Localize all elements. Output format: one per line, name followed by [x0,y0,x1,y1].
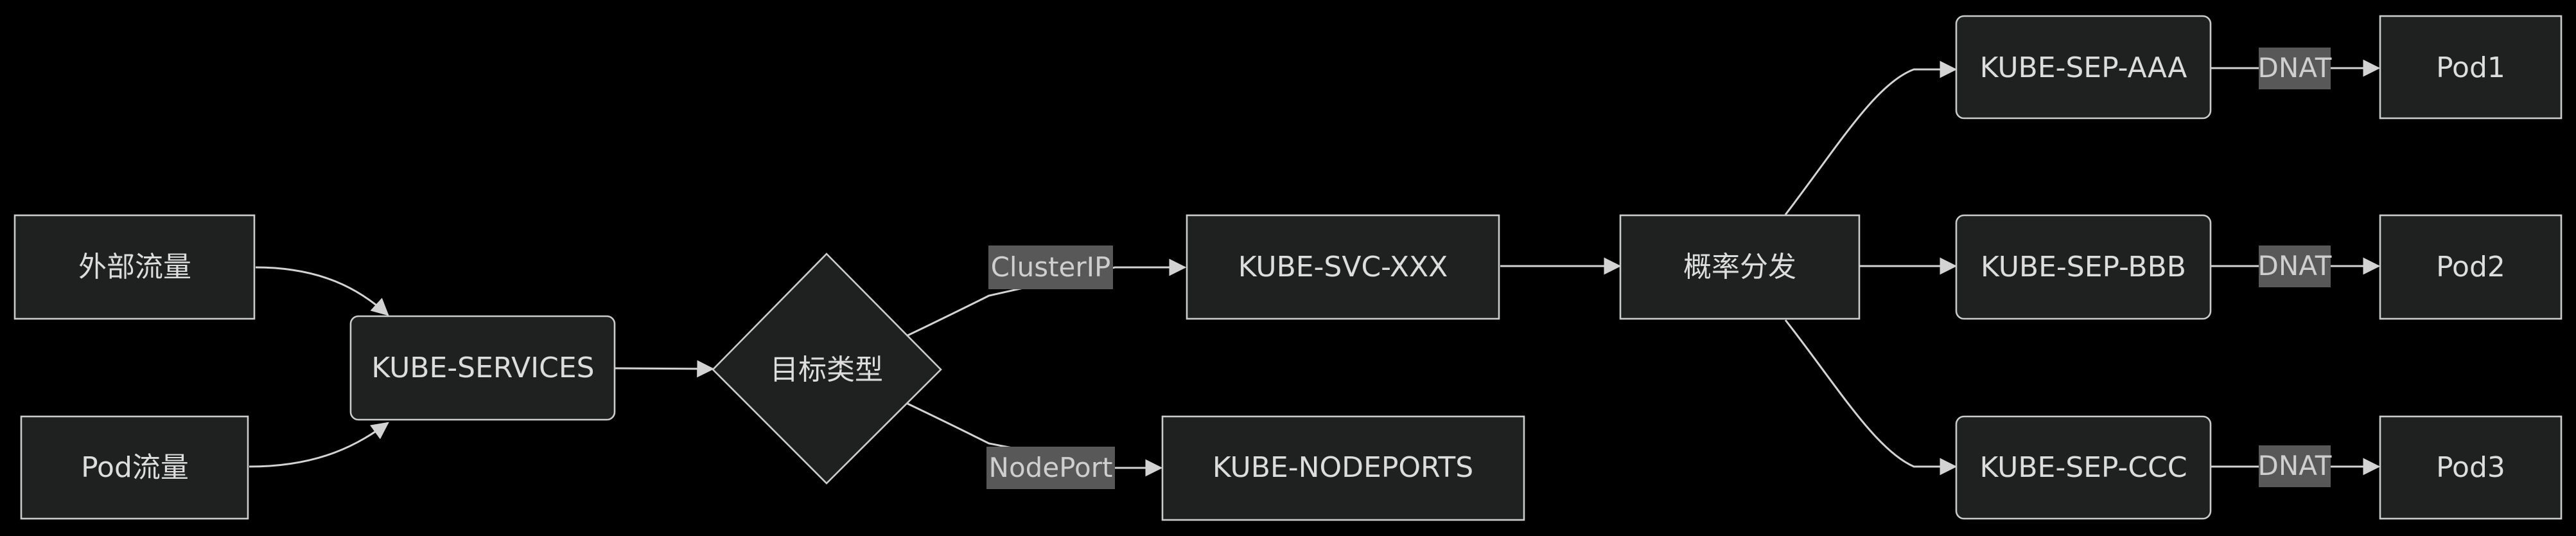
node-target-type-label: 目标类型 [770,353,883,386]
edge-external-to-services [255,266,389,316]
node-external-traffic-label: 外部流量 [78,251,191,283]
node-kube-svc-label: KUBE-SVC-XXX [1238,251,1448,283]
node-probability[interactable]: 概率分发 [1619,214,1861,320]
node-sep-aaa[interactable]: KUBE-SEP-AAA [1955,15,2212,120]
node-sep-aaa-label: KUBE-SEP-AAA [1980,51,2187,84]
edge-label-dnat-3-text: DNAT [2258,450,2332,481]
node-external-traffic[interactable]: 外部流量 [13,214,256,320]
edge-services-to-target-type [615,360,715,378]
node-sep-bbb[interactable]: KUBE-SEP-BBB [1955,214,2212,320]
edge-label-nodeport-text: NodePort [989,452,1113,483]
node-kube-nodeports-label: KUBE-NODEPORTS [1213,451,1473,484]
edge-label-dnat-1: DNAT [2258,48,2332,89]
node-kube-svc[interactable]: KUBE-SVC-XXX [1186,214,1500,320]
nodes: 外部流量 Pod流量 KUBE-SERVICES 目标类型 KUBE-SVC-X… [13,15,2563,521]
edge-label-dnat-2-text: DNAT [2258,250,2332,281]
node-sep-bbb-label: KUBE-SEP-BBB [1981,251,2186,283]
edge-label-dnat-2: DNAT [2258,246,2332,287]
node-kube-services-label: KUBE-SERVICES [371,352,594,384]
node-pod2[interactable]: Pod2 [2379,214,2563,320]
edge-label-clusterip-text: ClusterIP [991,251,1111,283]
node-sep-ccc[interactable]: KUBE-SEP-CCC [1955,415,2212,520]
node-pod1-label: Pod1 [2436,51,2505,84]
node-kube-nodeports[interactable]: KUBE-NODEPORTS [1161,415,1525,521]
node-pod-traffic-label: Pod流量 [81,451,189,484]
node-probability-label: 概率分发 [1683,251,1796,283]
edge-labels: ClusterIP NodePort DNAT DNAT DNAT [986,48,2332,489]
edge-label-clusterip: ClusterIP [988,246,1113,289]
node-pod-traffic[interactable]: Pod流量 [20,415,249,520]
edge-pod-to-services [249,422,389,468]
node-kube-services[interactable]: KUBE-SERVICES [349,315,616,421]
node-pod3[interactable]: Pod3 [2379,415,2563,520]
edges [249,59,2381,477]
node-pod3-label: Pod3 [2436,451,2505,484]
edge-label-dnat-3: DNAT [2258,445,2332,487]
node-target-type[interactable]: 目标类型 [712,253,942,485]
edge-target-to-svc [907,258,1187,337]
edge-label-dnat-1-text: DNAT [2258,52,2332,84]
edge-target-to-nodeports [907,402,1163,477]
node-pod2-label: Pod2 [2436,251,2505,283]
node-pod1[interactable]: Pod1 [2379,15,2563,120]
edge-probability-to-sep-aaa [1784,60,1958,215]
node-sep-ccc-label: KUBE-SEP-CCC [1979,451,2187,484]
edge-probability-to-sep-ccc [1784,319,1958,476]
edge-label-nodeport: NodePort [986,447,1115,489]
